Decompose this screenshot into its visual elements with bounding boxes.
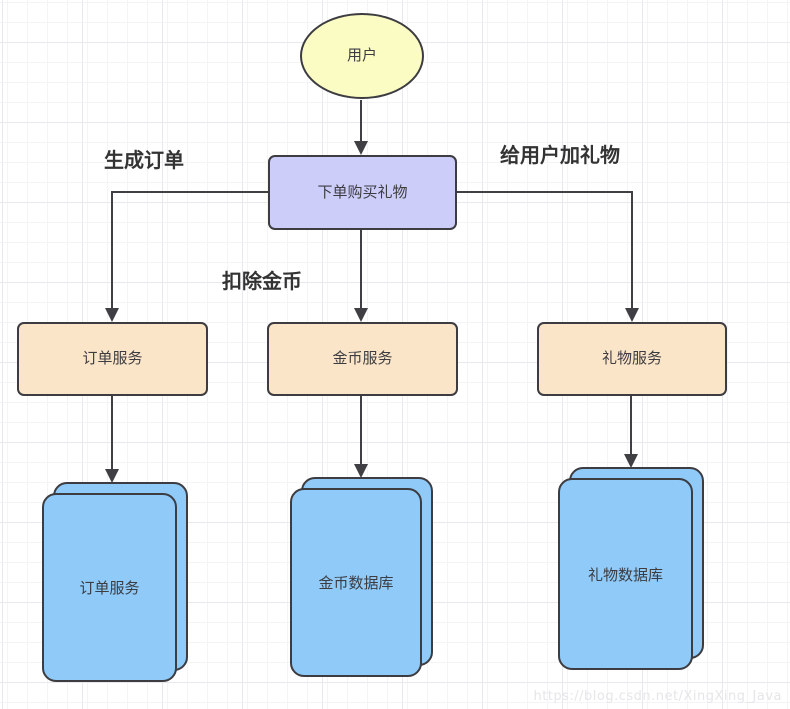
arrowhead-to-coin-service xyxy=(354,308,368,322)
arrowhead-to-gift-db xyxy=(624,454,638,468)
node-order-db: 订单服务 xyxy=(42,493,177,682)
edge-label-deduct-coins: 扣除金币 xyxy=(222,269,302,293)
node-order-service-label: 订单服务 xyxy=(82,349,143,368)
arrowhead-to-coin-db xyxy=(354,464,368,478)
node-gift-service: 礼物服务 xyxy=(537,322,727,396)
node-order-action: 下单购买礼物 xyxy=(268,155,457,230)
node-order-service: 订单服务 xyxy=(17,322,208,396)
edge-action-to-gift-service-h xyxy=(457,191,633,193)
node-user: 用户 xyxy=(300,13,424,99)
node-order-db-stack: 订单服务 xyxy=(42,482,188,682)
node-gift-db-label: 礼物数据库 xyxy=(587,565,663,584)
arrowhead-to-gift-service xyxy=(625,308,639,322)
edge-user-to-action xyxy=(360,100,362,143)
edge-action-to-coin-service xyxy=(360,230,362,310)
node-gift-db: 礼物数据库 xyxy=(558,478,693,670)
node-coin-service: 金币服务 xyxy=(267,322,458,396)
node-user-label: 用户 xyxy=(346,46,377,65)
edge-gift-service-to-db xyxy=(630,396,632,456)
edge-label-generate-order: 生成订单 xyxy=(104,148,184,172)
node-order-db-label: 订单服务 xyxy=(79,579,140,597)
edge-order-service-to-db xyxy=(111,396,113,471)
arrowhead-to-order-db xyxy=(105,469,119,483)
node-gift-service-label: 礼物服务 xyxy=(601,349,662,368)
arrowhead-user-to-action xyxy=(354,141,368,155)
node-order-action-label: 下单购买礼物 xyxy=(317,182,408,201)
edge-coin-service-to-db xyxy=(360,396,362,466)
node-coin-service-label: 金币服务 xyxy=(332,349,393,368)
node-coin-db-stack: 金币数据库 xyxy=(290,477,433,677)
edge-action-to-gift-service-v xyxy=(631,191,633,310)
arrowhead-to-order-service xyxy=(105,308,119,322)
node-coin-db: 金币数据库 xyxy=(290,488,422,677)
watermark-url: https://blog.csdn.net/XingXing_Java xyxy=(533,689,782,704)
edge-action-to-order-service-h xyxy=(112,191,268,193)
edge-label-add-gift: 给用户加礼物 xyxy=(500,143,620,167)
edge-action-to-order-service-v xyxy=(111,191,113,310)
node-gift-db-stack: 礼物数据库 xyxy=(558,467,705,670)
node-coin-db-label: 金币数据库 xyxy=(318,574,394,592)
